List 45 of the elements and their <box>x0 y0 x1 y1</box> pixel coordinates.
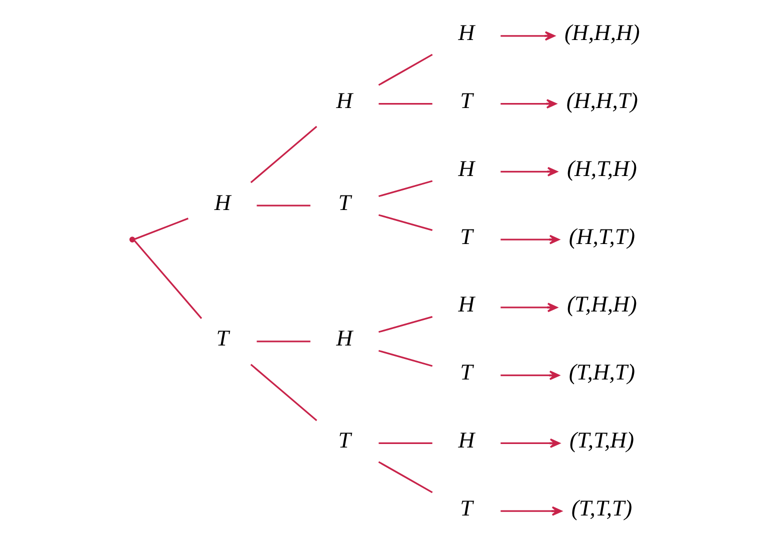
node-text: H <box>214 190 231 215</box>
node-text: (H,T,T) <box>568 224 636 249</box>
node-text: H <box>458 427 475 452</box>
node-text: H <box>458 156 475 181</box>
connector <box>378 180 433 198</box>
node-text: (T,T,T) <box>571 495 632 520</box>
arrow <box>500 506 562 516</box>
node-text: (T,H,T) <box>568 360 636 385</box>
node-text: (H,H,H) <box>564 20 640 46</box>
node-text: (H,H,T) <box>566 88 638 114</box>
node-text: (T,T,H) <box>570 427 634 452</box>
node-text: (H,T,H) <box>567 156 637 181</box>
node-point <box>129 236 136 242</box>
node-text: H <box>336 88 353 114</box>
arrow <box>500 166 558 176</box>
connector <box>378 350 433 367</box>
connector <box>378 214 433 231</box>
connector <box>378 102 432 105</box>
connector <box>378 461 433 494</box>
arrow <box>500 302 558 312</box>
node-text: T <box>216 326 229 351</box>
connector <box>250 126 318 184</box>
node-text: T <box>460 495 473 520</box>
connector <box>134 218 188 240</box>
node-text: H <box>336 326 353 351</box>
connector <box>256 340 310 342</box>
arrow <box>500 99 557 109</box>
connector <box>256 204 310 206</box>
connector <box>134 240 202 319</box>
connector <box>250 364 318 422</box>
arrow <box>500 370 560 380</box>
arrow <box>500 234 560 244</box>
node-text: (T,H,H) <box>567 292 637 317</box>
arrow <box>500 438 560 448</box>
node-text: H <box>458 20 475 46</box>
node-text: H <box>458 292 475 317</box>
arrow <box>500 31 556 41</box>
node-text: T <box>460 224 473 249</box>
node-text: T <box>460 88 473 114</box>
node-text: T <box>460 360 473 385</box>
connector <box>378 442 432 444</box>
connector <box>378 54 433 86</box>
connector <box>378 316 433 333</box>
node-text: T <box>338 427 351 452</box>
node-text: T <box>338 190 351 215</box>
